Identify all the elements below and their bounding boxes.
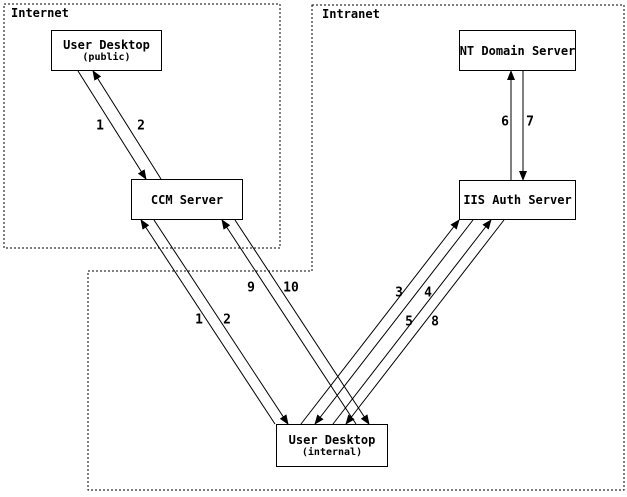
edge-label-3: 3 (395, 285, 403, 301)
edge-label-2-public: 2 (137, 118, 145, 134)
zone-intranet-outline (87, 4, 625, 491)
edge-9-arrow (221, 219, 357, 425)
edge-label-9: 9 (247, 280, 255, 296)
node-ccm-server: CCM Server (131, 179, 243, 220)
node-user-desktop-internal-label: User Desktop (288, 433, 376, 447)
edge-label-1-internal: 1 (195, 312, 203, 328)
edge-label-6: 6 (501, 114, 509, 130)
node-iis-auth-server-label: IIS Auth Server (463, 193, 572, 207)
node-user-desktop-public-sublabel: (public) (82, 52, 131, 63)
edge-1-internal-arrow (140, 219, 276, 425)
zone-label-intranet: Intranet (322, 7, 380, 21)
edge-2-public-arrow (92, 70, 162, 180)
edge-label-8: 8 (431, 314, 439, 330)
edge-label-1-public: 1 (96, 118, 104, 134)
node-nt-domain-server-label: NT Domain Server (459, 43, 576, 58)
edge-1-public-arrow (77, 70, 147, 180)
edge-8-arrow (345, 219, 505, 425)
edge-4-arrow (314, 219, 474, 425)
edge-label-5: 5 (405, 314, 413, 330)
node-user-desktop-public-label: User Desktop (63, 38, 150, 52)
node-user-desktop-internal-sublabel: (internal) (301, 447, 363, 458)
zone-internet-outline (3, 3, 281, 249)
edge-2-internal-arrow (153, 219, 289, 425)
node-iis-auth-server: IIS Auth Server (459, 180, 576, 220)
edge-label-4: 4 (424, 285, 432, 301)
edge-3-arrow (300, 219, 460, 425)
edge-label-7: 7 (526, 114, 534, 130)
zone-label-internet: Internet (11, 6, 69, 20)
node-user-desktop-public: User Desktop (public) (51, 30, 162, 71)
node-user-desktop-internal: User Desktop (internal) (276, 424, 388, 467)
edge-label-2-internal: 2 (223, 312, 231, 328)
node-ccm-server-label: CCM Server (150, 192, 224, 207)
node-nt-domain-server: NT Domain Server (459, 30, 576, 71)
edge-5-arrow (332, 219, 492, 425)
edge-label-10: 10 (283, 280, 299, 296)
edge-10-arrow (234, 219, 370, 425)
